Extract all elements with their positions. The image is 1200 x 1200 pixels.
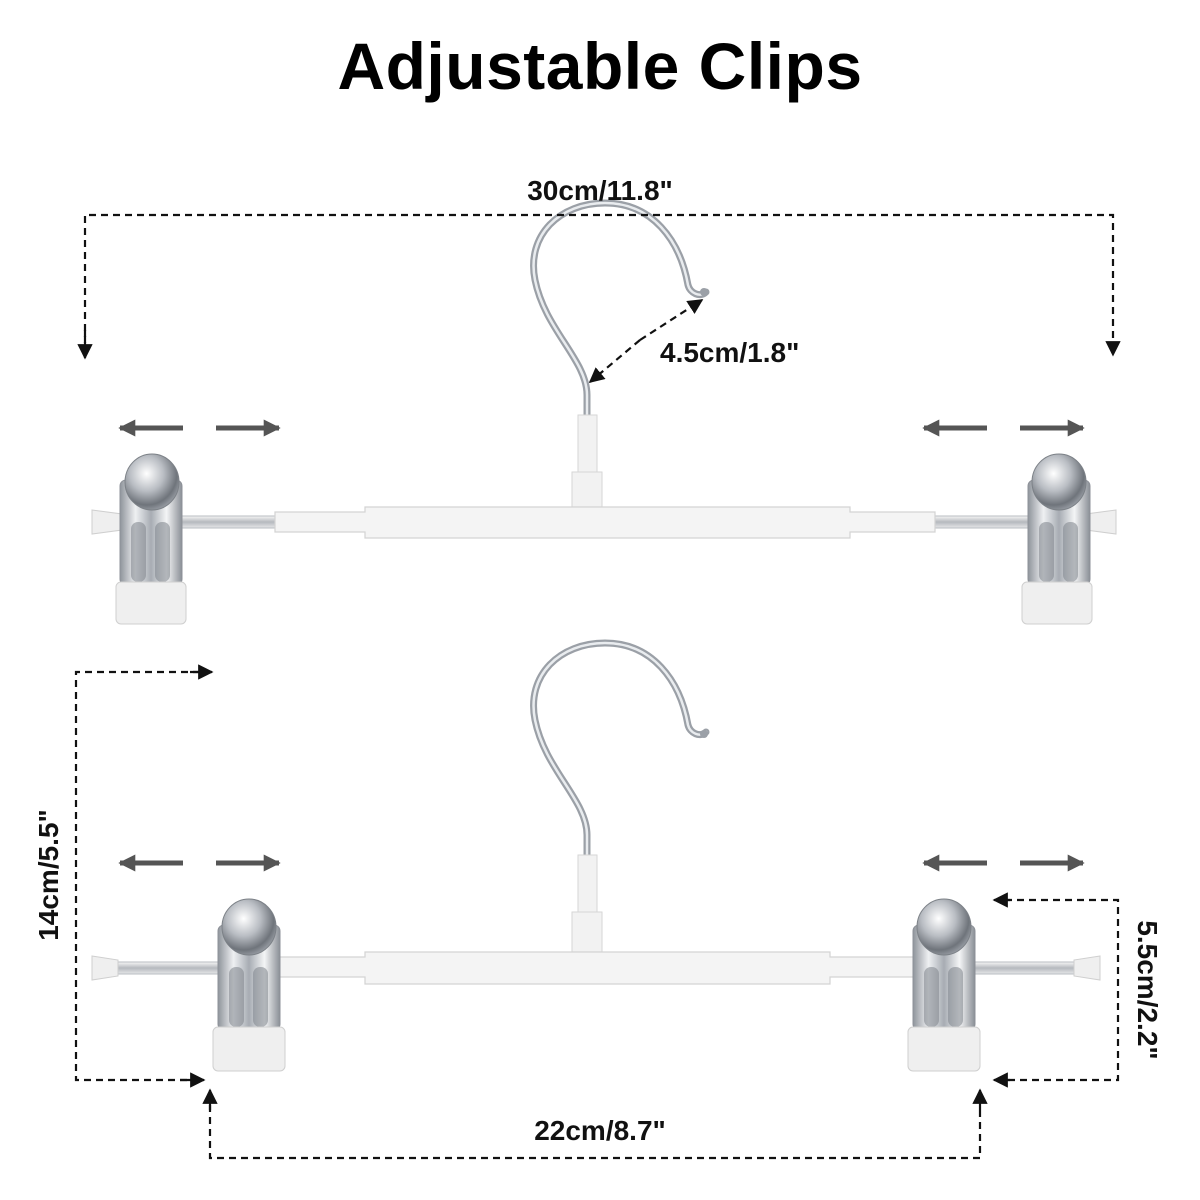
clip-span-dimension: 22cm/8.7": [202, 1088, 988, 1160]
height-label: 14cm/5.5": [33, 809, 64, 941]
clip-height-label: 5.5cm/2.2": [1132, 920, 1163, 1059]
total-width-label: 30cm/11.8": [527, 175, 673, 206]
top-right-clip: [1021, 453, 1117, 625]
total-width-dimension: 30cm/11.8": [77, 175, 1121, 360]
clip-height-dimension: 5.5cm/2.2": [992, 892, 1163, 1088]
hook-size-label: 4.5cm/1.8": [660, 337, 799, 368]
bottom-left-clip: [212, 898, 286, 1072]
hook-size-dimension: 4.5cm/1.8": [588, 299, 799, 383]
top-left-clip: [91, 453, 187, 625]
page-title: Adjustable Clips: [337, 29, 863, 103]
clip-span-label: 22cm/8.7": [534, 1115, 666, 1146]
bottom-hanger: [91, 639, 1101, 1072]
height-dimension: 14cm/5.5": [33, 664, 214, 1088]
top-hanger: [91, 199, 1117, 625]
bottom-right-clip: [907, 898, 981, 1072]
